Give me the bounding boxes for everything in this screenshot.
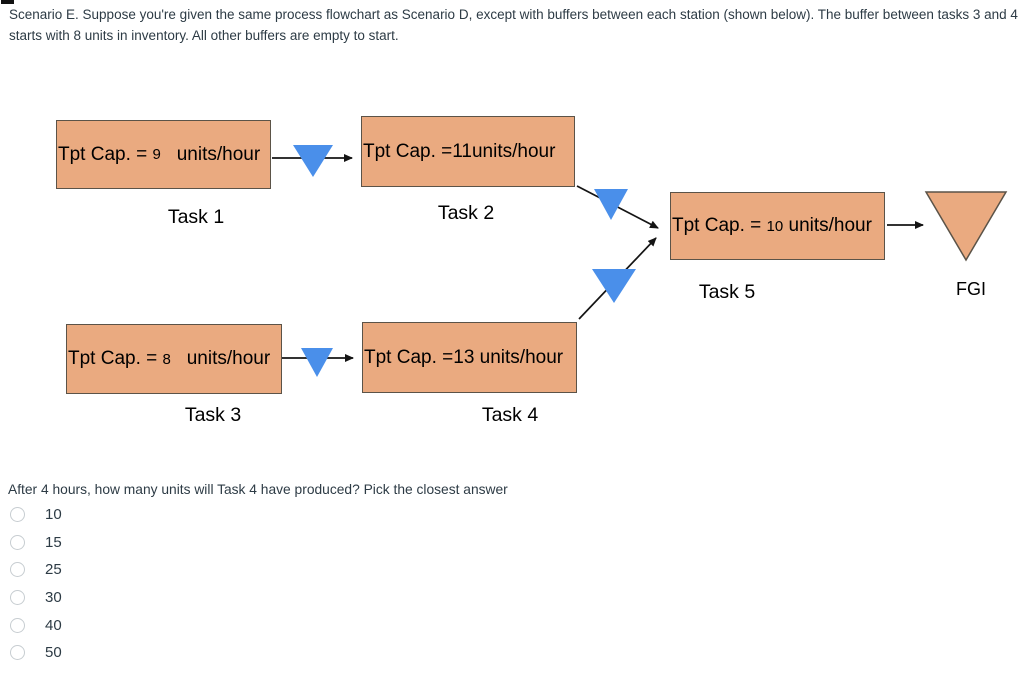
option-label-15[interactable]: 15: [45, 533, 62, 551]
radio-option-25[interactable]: [10, 562, 25, 578]
task2-label: Task 2: [437, 202, 495, 224]
option-label-30[interactable]: 30: [45, 589, 62, 607]
task4-box: Tpt Cap. =13 units/hour: [362, 322, 577, 393]
option-label-40[interactable]: 40: [45, 616, 62, 634]
task5-cap-value: 10: [766, 217, 784, 235]
fgi-triangle-icon: [924, 191, 1008, 262]
task1-cap-prefix: Tpt Cap. =: [58, 143, 153, 165]
question-text: After 4 hours, how many units will Task …: [8, 482, 508, 497]
fgi-label: FGI: [956, 279, 986, 299]
option-row-25[interactable]: 25: [8, 556, 62, 584]
option-row-50[interactable]: 50: [8, 639, 62, 667]
task1-cap-value: 9: [152, 146, 161, 163]
task2-cap-units: units/hour: [471, 140, 556, 162]
radio-option-15[interactable]: [10, 534, 25, 550]
task1-box: Tpt Cap. = 9 units/hour: [56, 120, 271, 189]
option-row-30[interactable]: 30: [8, 584, 62, 612]
option-label-50[interactable]: 50: [45, 644, 62, 662]
radio-option-40[interactable]: [10, 617, 25, 633]
task5-box: Tpt Cap. = 10 units/hour: [670, 192, 885, 260]
option-label-10[interactable]: 10: [45, 506, 62, 524]
option-label-25[interactable]: 25: [45, 561, 62, 579]
radio-option-10[interactable]: [10, 507, 25, 523]
radio-option-30[interactable]: [10, 590, 25, 606]
buffer-triangle-t4-t5-icon: [592, 269, 636, 303]
task5-cap-prefix: Tpt Cap. =: [672, 215, 767, 236]
task4-cap-prefix: Tpt Cap. =: [364, 346, 454, 368]
task3-cap-prefix: Tpt Cap. =: [68, 348, 163, 369]
task3-cap-units: units/hour: [170, 348, 271, 369]
option-row-10[interactable]: 10: [8, 501, 62, 529]
task4-label: Task 4: [481, 404, 539, 426]
task5-cap-units: units/hour: [783, 215, 872, 236]
top-left-mark: [1, 0, 14, 4]
radio-option-50[interactable]: [10, 645, 25, 661]
option-row-15[interactable]: 15: [8, 529, 62, 557]
task4-cap-value: 13: [453, 346, 475, 368]
buffer-triangle-t1-t2-icon: [293, 145, 333, 177]
task2-cap-prefix: Tpt Cap. =: [363, 140, 453, 162]
answer-options: 10 15 25 30 40 50: [8, 501, 62, 667]
scenario-description: Scenario E. Suppose you're given the sam…: [9, 7, 1018, 43]
task4-cap-units: units/hour: [474, 346, 564, 368]
task3-label: Task 3: [184, 404, 242, 426]
task3-cap-value: 8: [162, 350, 171, 368]
task2-cap-value: 11: [452, 140, 472, 162]
option-row-40[interactable]: 40: [8, 611, 62, 639]
task3-box: Tpt Cap. = 8 units/hour: [66, 324, 282, 394]
task1-label: Task 1: [167, 206, 225, 228]
task1-cap-units: units/hour: [160, 143, 261, 165]
task5-label: Task 5: [698, 281, 756, 303]
buffer-triangle-t3-t4-icon: [301, 348, 333, 377]
buffer-triangle-t2-t5-icon: [594, 189, 628, 220]
